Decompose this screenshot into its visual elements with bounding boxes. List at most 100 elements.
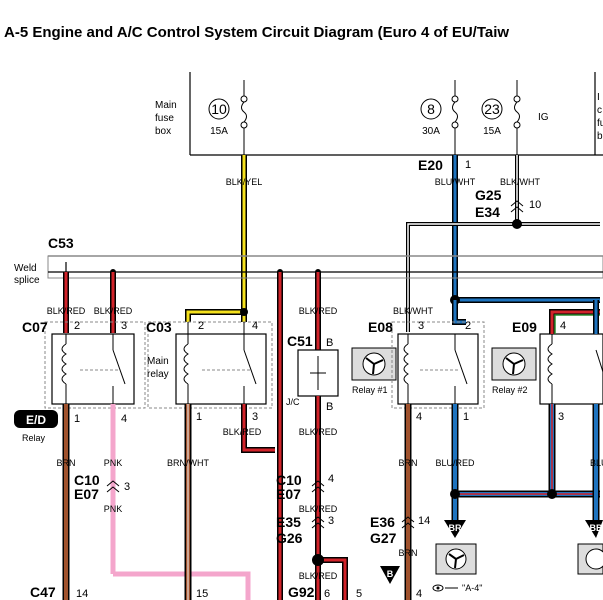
relay-c07 xyxy=(44,321,146,409)
connector-c10-b: C10 xyxy=(276,472,302,488)
e08-pin-2: 2 xyxy=(465,320,471,332)
pin-4b-label: 4 xyxy=(416,588,422,600)
connector-c10-a: C10 xyxy=(74,472,100,488)
connector-c07: C07 xyxy=(22,319,48,335)
connector-g27: G27 xyxy=(370,530,397,546)
connector-c03: C03 xyxy=(146,319,172,335)
tri-br-label: BR xyxy=(449,523,462,533)
fan-icon-bottom-1 xyxy=(435,543,477,575)
fusebox-right-2: c xyxy=(597,105,602,116)
wire-label-blk-red-5: BLK/RED xyxy=(299,427,338,437)
main-fuse-box: Main fuse box I c fu b 10 15A 8 30A xyxy=(155,72,603,156)
wire-c07-pnk xyxy=(110,404,251,600)
relay-1-label: Relay #1 xyxy=(352,385,388,395)
wire-label-brn-2: BRN xyxy=(398,458,417,468)
wire-label-blk-red-2: BLK/RED xyxy=(94,306,133,316)
connector-e20: E20 xyxy=(418,157,443,173)
wire-c51-blk-red xyxy=(312,396,348,600)
wire-label-pnk-1: PNK xyxy=(104,458,123,468)
fuse-23: 23 15A IG xyxy=(481,80,549,155)
wire-label-pnk-2: PNK xyxy=(104,504,123,514)
connector-e36-g27 xyxy=(401,516,415,529)
weld-label-1: Weld xyxy=(14,263,37,274)
relay-e08 xyxy=(391,321,485,409)
e09-pin-3: 3 xyxy=(558,411,564,423)
wire-label-blk-wht: BLK/WHT xyxy=(500,177,541,187)
connector-e34: E34 xyxy=(475,204,500,220)
tri-b-label: B xyxy=(387,569,394,579)
fusebox-label-2: fuse xyxy=(155,113,174,124)
fuse-10-rating: 15A xyxy=(210,126,228,137)
wire-blk-red-splice xyxy=(63,262,321,600)
fuse-10-number: 10 xyxy=(211,101,227,117)
wire-label-blk-red-1: BLK/RED xyxy=(47,306,86,316)
connector-c10-e07-a xyxy=(106,480,120,493)
c03-pin-1: 1 xyxy=(196,411,202,423)
connector-c47: C47 xyxy=(30,584,56,600)
badge-text: E/D xyxy=(26,413,46,427)
connector-e07-a: E07 xyxy=(74,486,99,502)
main-relay-label-1: Main xyxy=(147,356,169,367)
fusebox-right-4: b xyxy=(597,131,603,142)
fusebox-label-1: Main xyxy=(155,100,177,111)
wire-label-blk-wht-2: BLK/WHT xyxy=(393,306,434,316)
c07-pin-3: 3 xyxy=(121,320,127,332)
diagram-title: A-5 Engine and A/C Control System Circui… xyxy=(4,24,509,41)
ground-triangle-bb: BB xyxy=(585,520,603,538)
c51-pin-b-top: B xyxy=(326,337,333,349)
c07-pin-1: 1 xyxy=(74,413,80,425)
main-relay-label-2: relay xyxy=(147,369,169,380)
c07-pin-2: 2 xyxy=(74,320,80,332)
fuse-23-rating: 15A xyxy=(483,126,501,137)
weld-splice-bus xyxy=(47,255,603,279)
relay-badge: E/D xyxy=(14,410,58,428)
connector-ce-pin-a: 3 xyxy=(124,481,130,493)
wire-label-blk-red-6: BLK/RED xyxy=(299,504,338,514)
connector-c47-pin: 14 xyxy=(76,588,88,600)
relay-2-label: Relay #2 xyxy=(492,385,528,395)
c07-pin-4: 4 xyxy=(121,413,127,425)
wire-blu-wht xyxy=(450,155,600,325)
e08-pin-3: 3 xyxy=(418,320,424,332)
pin-5-label: 5 xyxy=(356,588,362,600)
connector-e35: E35 xyxy=(276,514,301,530)
e08-pin-4: 4 xyxy=(416,411,422,423)
connector-e20-pin: 1 xyxy=(465,159,471,171)
wire-blk-wht-right xyxy=(406,155,600,332)
connector-c51: C51 xyxy=(287,333,313,349)
wire-label-blu-b: BLU/B xyxy=(590,458,603,468)
wire-label-brn-1: BRN xyxy=(56,458,75,468)
fuse-23-tag: IG xyxy=(538,112,549,123)
connector-g26: G26 xyxy=(276,530,303,546)
wire-c03-blk-red xyxy=(241,404,275,453)
c03-pin-3: 3 xyxy=(252,411,258,423)
connector-e09: E09 xyxy=(512,319,537,335)
connector-g92: G92 xyxy=(288,584,315,600)
connector-e34-pin: 10 xyxy=(529,199,541,211)
wire-e08-blu-red xyxy=(450,404,600,520)
c51-pin-b-bottom: B xyxy=(326,401,333,413)
c03-pin-2: 2 xyxy=(198,320,204,332)
connector-g25-e34-mark xyxy=(510,200,524,213)
fuse-8-number: 8 xyxy=(427,101,435,117)
relay-label: Relay xyxy=(22,433,46,443)
wire-label-blk-red-4: BLK/RED xyxy=(223,427,262,437)
wire-label-blu-red: BLU/RED xyxy=(435,458,475,468)
e09-pin-4: 4 xyxy=(560,320,566,332)
connector-g25: G25 xyxy=(475,187,502,203)
connector-e36: E36 xyxy=(370,514,395,530)
fusebox-label-3: box xyxy=(155,126,171,137)
tri-bb-label: BB xyxy=(590,523,603,533)
connector-ce-pin-b: 4 xyxy=(328,473,334,485)
connector-e08: E08 xyxy=(368,319,393,335)
ground-triangle-br: BR xyxy=(444,520,466,538)
connector-eg27-pin: 14 xyxy=(418,515,430,527)
wire-label-brn-3: BRN xyxy=(398,548,417,558)
eye-ref-icon xyxy=(432,584,458,592)
ref-a4-label: "A-4" xyxy=(462,583,482,593)
ground-triangle-b: B xyxy=(380,566,400,584)
wire-label-blk-red-7: BLK/RED xyxy=(299,571,338,581)
connector-c53: C53 xyxy=(48,235,74,251)
jc-label: J/C xyxy=(286,397,300,407)
